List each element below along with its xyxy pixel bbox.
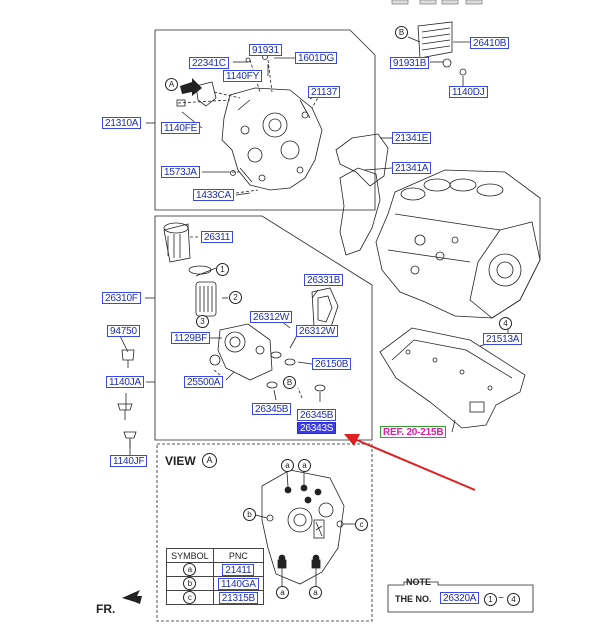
note-range-start-circle: 1 (484, 593, 497, 606)
part-label-26345B-b[interactable]: 26345B (297, 409, 337, 421)
view-marker-a-circle: a (281, 459, 294, 472)
part-label-26150B[interactable]: 26150B (312, 358, 352, 370)
note-prefix: THE NO. (395, 594, 432, 604)
front-arrow-icon (122, 590, 142, 604)
part-label-94750[interactable]: 94750 (107, 325, 140, 337)
part-label-1140FE[interactable]: 1140FE (161, 122, 201, 134)
timing-cover-drawing (176, 54, 328, 194)
reference-label-20-215B[interactable]: REF. 20-215B (380, 426, 447, 438)
marker-b-circle: B (395, 26, 408, 39)
marker-4-circle: 4 (499, 317, 512, 330)
direction-arrow-icon (180, 78, 202, 96)
note-pnc-label-26320A[interactable]: 26320A (440, 592, 480, 604)
part-label-1433CA[interactable]: 1433CA (193, 189, 234, 201)
table-row: a 21411 (166, 562, 265, 577)
part-label-26310F[interactable]: 26310F (102, 292, 141, 304)
part-label-26331B[interactable]: 26331B (304, 274, 344, 286)
part-label-22341C[interactable]: 22341C (189, 57, 229, 69)
note-title: NOTE (406, 577, 432, 587)
symbol-pnc-table: SYMBOL PNC a 21411 b 1140GA c 21315B (166, 548, 265, 605)
oil-filter-drawing (163, 222, 339, 402)
top-strip-icons (391, 0, 483, 5)
part-label-26312W-a[interactable]: 26312W (250, 311, 293, 323)
timing-cover-group-frame (154, 29, 376, 211)
part-label-26410B[interactable]: 26410B (470, 37, 510, 49)
part-label-91931B[interactable]: 91931B (390, 57, 430, 69)
part-label-91931[interactable]: 91931 (249, 44, 282, 56)
part-label-26343S-selected[interactable]: 26343S (297, 422, 337, 434)
symbol-a-circle: a (183, 563, 197, 576)
part-label-25500A[interactable]: 25500A (184, 376, 224, 388)
oil-pan-drawing (379, 327, 526, 433)
part-label-21137[interactable]: 21137 (308, 86, 341, 98)
pnc-label-1140GA[interactable]: 1140GA (218, 577, 259, 590)
symbol-b-circle: b (183, 577, 197, 590)
part-label-1140JA[interactable]: 1140JA (106, 376, 144, 388)
part-label-21310A[interactable]: 21310A (102, 117, 142, 129)
pnc-header: PNC (212, 548, 265, 563)
part-label-26345B-a[interactable]: 26345B (252, 403, 292, 415)
part-label-1601DG[interactable]: 1601DG (295, 52, 338, 64)
front-direction-label: FR. (96, 602, 116, 616)
part-label-1140FY[interactable]: 1140FY (223, 70, 263, 82)
table-row: b 1140GA (166, 576, 265, 591)
cylinder-block-drawing (375, 169, 541, 334)
part-label-1573JA[interactable]: 1573JA (161, 166, 200, 178)
marker-1-circle: 1 (216, 263, 229, 276)
view-marker-a-circle: a (276, 586, 289, 599)
part-label-21341A[interactable]: 21341A (392, 162, 432, 174)
oil-filter-group-frame (154, 215, 373, 441)
marker-3-circle: 3 (196, 315, 209, 328)
note-range-end-circle: 4 (507, 593, 520, 606)
view-marker-a-circle: A (202, 453, 217, 468)
highlight-arrow-head (344, 434, 360, 446)
view-a-drawing (251, 469, 356, 586)
part-label-26312W-b[interactable]: 26312W (296, 325, 339, 337)
part-label-1140JF[interactable]: 1140JF (110, 455, 148, 467)
part-label-21513A[interactable]: 21513A (483, 333, 523, 345)
note-frame (387, 581, 534, 613)
table-row: c 21315B (166, 590, 265, 605)
bolt-and-sensor-drawing (117, 349, 137, 448)
note-range-separator: ~ (498, 593, 504, 604)
part-label-21341E[interactable]: 21341E (392, 132, 432, 144)
view-a-frame (156, 443, 373, 622)
table-header-row: SYMBOL PNC (166, 548, 265, 563)
highlight-arrow-shaft (351, 437, 476, 491)
view-marker-b-circle: b (243, 508, 256, 521)
part-label-26311[interactable]: 26311 (201, 231, 234, 243)
marker-2-circle: 2 (229, 291, 242, 304)
part-label-1140DJ[interactable]: 1140DJ (449, 86, 488, 98)
view-marker-c-circle: c (355, 518, 368, 531)
pnc-label-21411[interactable]: 21411 (222, 563, 255, 576)
symbol-header: SYMBOL (166, 548, 214, 563)
view-marker-a-circle: a (298, 459, 311, 472)
view-title: VIEW (165, 454, 196, 468)
part-label-1129BF[interactable]: 1129BF (171, 332, 211, 344)
marker-b-circle: B (283, 376, 296, 389)
view-marker-a-circle: a (309, 586, 322, 599)
oil-cooler-drawing (407, 21, 470, 86)
gasket-drawing (335, 133, 393, 256)
pnc-label-21315B[interactable]: 21315B (218, 591, 259, 604)
symbol-c-circle: c (183, 591, 197, 604)
marker-a-circle: A (165, 78, 178, 91)
